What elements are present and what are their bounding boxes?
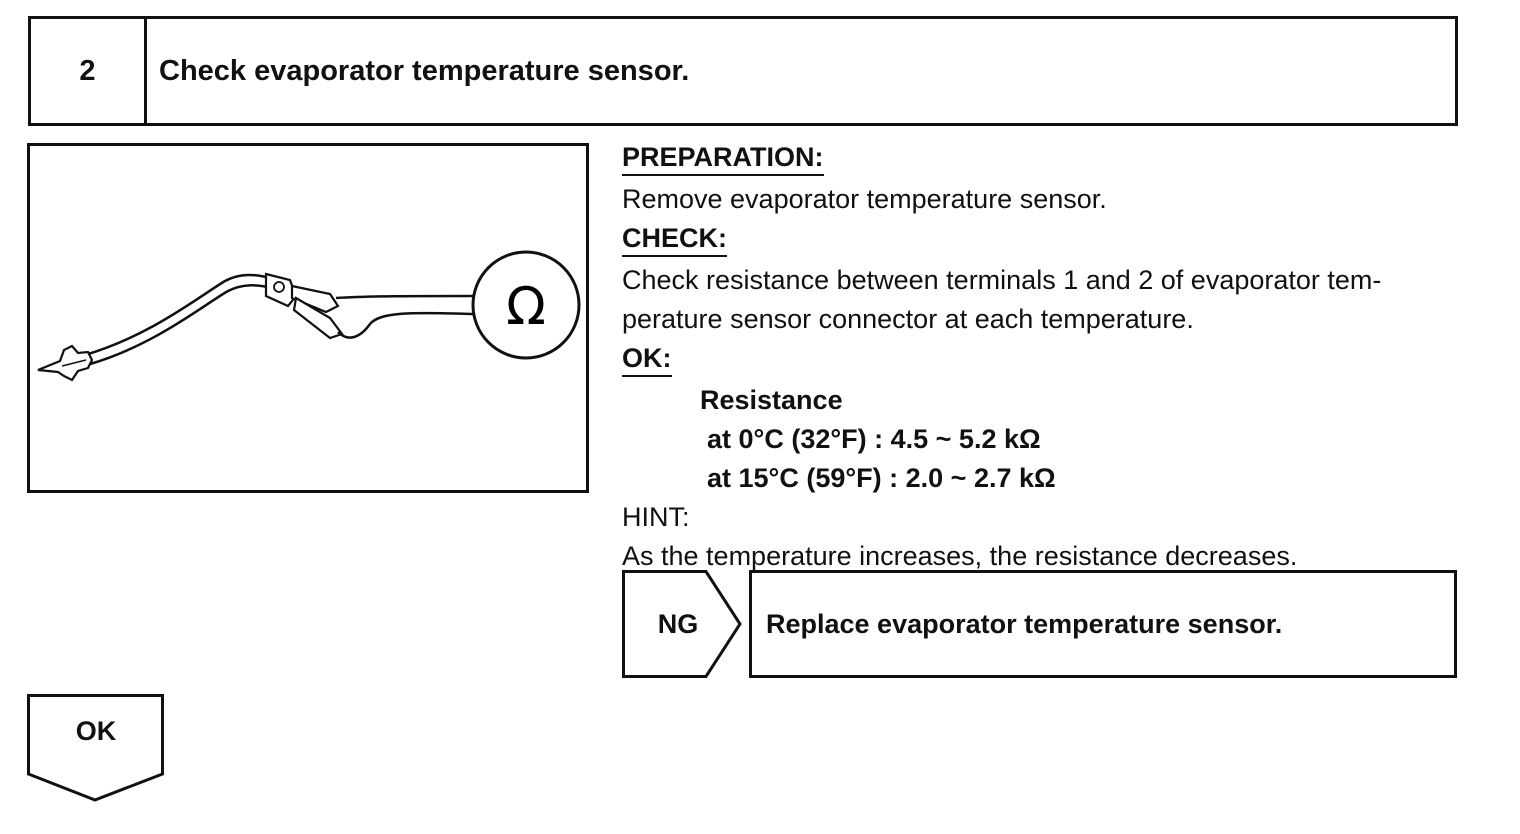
sensor-drawing: Ω — [37, 250, 581, 382]
check-text-line-1: Check resistance between terminals 1 and… — [622, 265, 1382, 295]
ok-arrow-shape — [27, 694, 164, 802]
ng-label: NG — [657, 608, 699, 639]
preparation-heading: PREPARATION: — [622, 141, 824, 176]
ng-action-box: Replace evaporator temperature sensor. — [749, 570, 1457, 678]
procedure-content: PREPARATION: Remove evaporator temperatu… — [622, 138, 1472, 576]
ng-arrow-shape — [622, 570, 742, 678]
ng-action-text: Replace evaporator temperature sensor. — [766, 608, 1283, 639]
spec-row-0c: at 0°C (32°F) : 4.5 ~ 5.2 kΩ — [707, 424, 1041, 454]
check-text-line-2: perature sensor connector at each temper… — [622, 304, 1194, 334]
spec-title: Resistance — [700, 385, 843, 415]
hint-text: As the temperature increases, the resist… — [622, 541, 1298, 571]
step-number: 2 — [31, 19, 147, 123]
ok-label: OK — [75, 716, 117, 746]
preparation-text: Remove evaporator temperature sensor. — [622, 184, 1107, 214]
hint-heading: HINT: — [622, 502, 690, 532]
step-header: 2 Check evaporator temperature sensor. — [28, 16, 1458, 126]
ng-tag: NG — [622, 570, 744, 678]
step-title: Check evaporator temperature sensor. — [159, 54, 690, 87]
check-heading: CHECK: — [622, 222, 727, 257]
spec-row-15c: at 15°C (59°F) : 2.0 ~ 2.7 kΩ — [707, 463, 1056, 493]
ok-heading: OK: — [622, 342, 672, 377]
ok-tag: OK — [27, 694, 165, 802]
ohmmeter-icon: Ω — [506, 277, 546, 337]
sensor-illustration: Ω — [27, 143, 589, 493]
